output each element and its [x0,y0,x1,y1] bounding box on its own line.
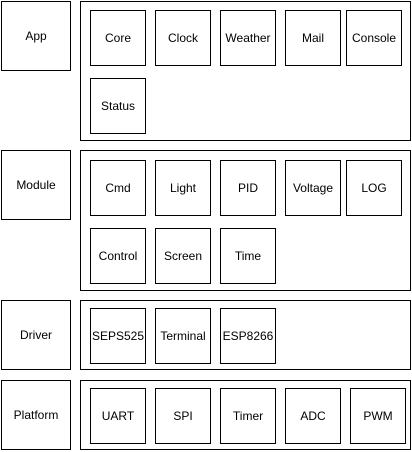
module-seps525: SEPS525 [90,308,146,364]
module-screen: Screen [155,228,211,284]
module-mail: Mail [285,10,341,66]
module-pid: PID [220,160,276,216]
module-clock: Clock [155,10,211,66]
module-status: Status [90,78,146,134]
module-log: LOG [346,160,402,216]
module-adc: ADC [285,388,341,444]
layer-label-driver: Driver [1,300,71,370]
module-core: Core [90,10,146,66]
module-weather: Weather [220,10,276,66]
module-esp8266: ESP8266 [220,308,276,364]
module-voltage: Voltage [285,160,341,216]
module-cmd: Cmd [90,160,146,216]
layer-label-platform: Platform [1,380,71,450]
module-time: Time [220,228,276,284]
module-light: Light [155,160,211,216]
module-console: Console [346,10,402,66]
layer-label-app: App [1,1,71,71]
module-terminal: Terminal [155,308,211,364]
layer-label-module: Module [1,150,71,220]
module-timer: Timer [220,388,276,444]
module-control: Control [90,228,146,284]
module-pwm: PWM [350,388,406,444]
module-uart: UART [90,388,146,444]
module-spi: SPI [155,388,211,444]
